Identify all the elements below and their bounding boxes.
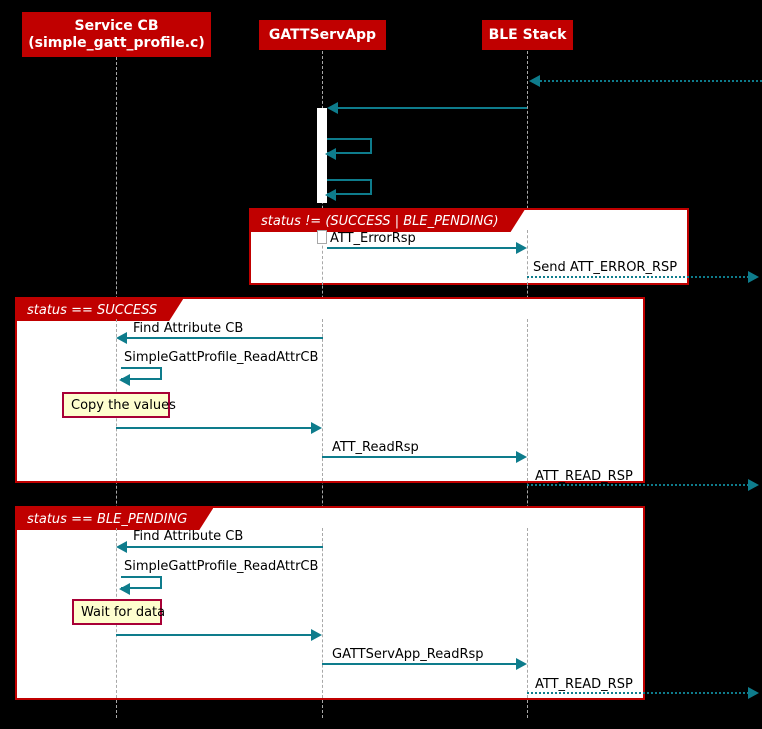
- message-att-read-rsp-1-arrowhead: [748, 479, 759, 491]
- message-att-read-rsp-1-label: ATT_READ_RSP: [535, 469, 633, 484]
- message-att-read-rsp-2-label: ATT_READ_RSP: [535, 677, 633, 692]
- activation-bar-gattservapp-seg-frag1: [317, 230, 327, 244]
- message-att-read-rsp-1-line: [527, 484, 749, 486]
- message-readattrcb-1-label: SimpleGattProfile_ReadAttrCB: [124, 350, 319, 365]
- message-return-1-line: [116, 427, 312, 429]
- message-find-attribute-cb-1-arrowhead: [116, 332, 127, 344]
- message-find-attribute-cb-1-line: [127, 337, 323, 339]
- message-send-att-error-rsp-line: [527, 276, 749, 278]
- message-att-read-rsp-2-line: [527, 692, 749, 694]
- message-incoming-read-request-line: [540, 80, 762, 82]
- message-find-attribute-cb-2-label: Find Attribute CB: [133, 529, 244, 544]
- message-gattservapp-self-1-loop: [327, 138, 372, 154]
- participant-ble-stack[interactable]: BLE Stack: [482, 20, 573, 50]
- message-gattservapp-self-2-arrowhead: [325, 189, 336, 201]
- message-find-attribute-cb-1-label: Find Attribute CB: [133, 321, 244, 336]
- message-readattrcb-2-arrowhead: [119, 583, 130, 595]
- message-return-2-arrowhead: [311, 629, 322, 641]
- participant-gattservapp[interactable]: GATTServApp: [259, 20, 386, 50]
- lifeline-ble-stack-seg-frag2: [527, 319, 528, 481]
- message-ble-to-gattservapp-line: [338, 107, 527, 109]
- participant-gattservapp-label: GATTServApp: [268, 26, 377, 43]
- fragment-status-ble-pending-label-tab: status == BLE_PENDING: [17, 508, 213, 530]
- message-return-2-line: [116, 634, 312, 636]
- message-incoming-read-request-arrowhead: [529, 75, 540, 87]
- lifeline-ble-stack-seg-frag3: [527, 528, 528, 698]
- lifeline-gattservapp-seg-frag2: [322, 319, 323, 481]
- message-ble-to-gattservapp-arrowhead: [327, 102, 338, 114]
- note-wait-for-data-text: Wait for data: [81, 604, 166, 620]
- fragment-status-success-label-tab: status == SUCCESS: [17, 299, 183, 321]
- message-readattrcb-1-loop: [121, 367, 162, 380]
- message-gattservapp-self-2-loop: [327, 179, 372, 195]
- message-send-att-error-rsp-label: Send ATT_ERROR_RSP: [533, 260, 678, 275]
- message-find-attribute-cb-2-line: [127, 546, 323, 548]
- message-att-readrsp-line: [322, 456, 517, 458]
- fragment-status-ble-pending-label: status == BLE_PENDING: [27, 511, 188, 527]
- lifeline-gattservapp-seg-frag3: [322, 528, 323, 698]
- fragment-status-not-success-or-pending-label-tab: status != (SUCCESS | BLE_PENDING): [251, 210, 525, 232]
- message-att-errorrsp-line: [327, 247, 517, 249]
- fragment-status-success-label: status == SUCCESS: [27, 302, 158, 318]
- message-gattservapp-readrsp-label: GATTServApp_ReadRsp: [332, 647, 484, 662]
- lifeline-ble-stack-seg-frag1: [527, 230, 528, 285]
- message-att-read-rsp-2-arrowhead: [748, 687, 759, 699]
- message-return-1-arrowhead: [311, 422, 322, 434]
- participant-service-cb-label: Service CB(simple_gatt_profile.c): [28, 17, 205, 51]
- message-find-attribute-cb-2-arrowhead: [116, 541, 127, 553]
- message-readattrcb-2-loop: [121, 576, 162, 589]
- lifeline-gattservapp-seg-frag1: [322, 230, 323, 285]
- message-att-errorrsp-label: ATT_ErrorRsp: [330, 231, 416, 246]
- note-copy-the-values-text: Copy the values: [71, 397, 176, 413]
- fragment-status-success: status == SUCCESS: [15, 297, 645, 483]
- note-copy-the-values: Copy the values: [62, 392, 176, 418]
- message-att-errorrsp-arrowhead: [516, 242, 527, 254]
- participant-ble-stack-label: BLE Stack: [488, 26, 567, 43]
- message-gattservapp-readrsp-line: [322, 663, 517, 665]
- message-send-att-error-rsp-arrowhead: [748, 271, 759, 283]
- message-att-readrsp-arrowhead: [516, 451, 527, 463]
- message-readattrcb-1-arrowhead: [119, 374, 130, 386]
- message-gattservapp-readrsp-arrowhead: [516, 658, 527, 670]
- message-att-readrsp-label: ATT_ReadRsp: [332, 440, 419, 455]
- participant-service-cb[interactable]: Service CB(simple_gatt_profile.c): [22, 12, 211, 57]
- fragment-status-not-success-or-pending-label: status != (SUCCESS | BLE_PENDING): [261, 213, 499, 229]
- note-wait-for-data: Wait for data: [72, 599, 166, 625]
- message-readattrcb-2-label: SimpleGattProfile_ReadAttrCB: [124, 559, 319, 574]
- message-gattservapp-self-1-arrowhead: [325, 148, 336, 160]
